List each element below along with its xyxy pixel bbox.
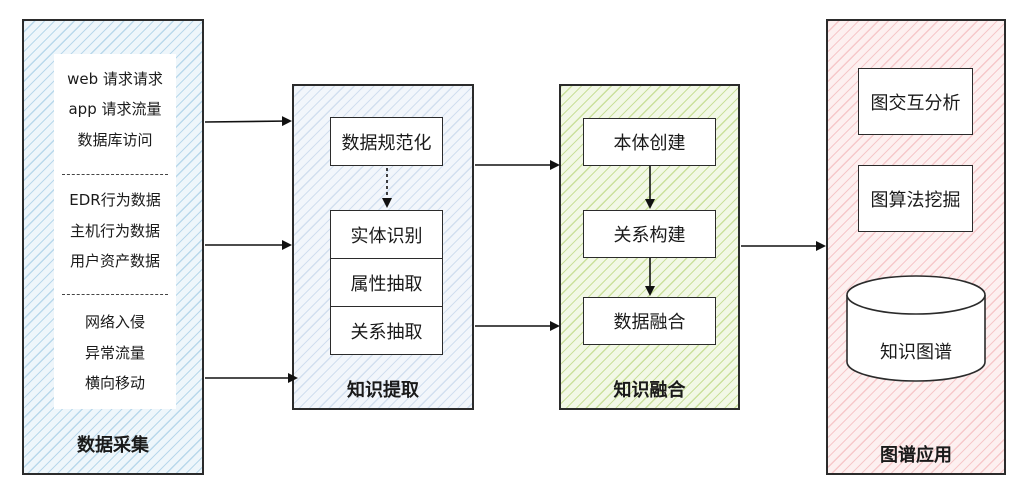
group-divider — [62, 294, 168, 295]
relation-building-box: 关系构建 — [583, 210, 716, 258]
source-item: web 请求请求 — [67, 70, 163, 88]
ontology-creation-box: 本体创建 — [583, 118, 716, 166]
source-item: EDR行为数据 — [69, 191, 161, 209]
knowledge-graph-store: 知识图谱 — [880, 342, 952, 363]
attribute-extraction-box: 属性抽取 — [330, 258, 443, 307]
arrow — [204, 116, 292, 127]
source-item: 用户资产数据 — [69, 252, 160, 270]
panel-title: 知识提取 — [347, 380, 419, 401]
graph-algorithm-box: 图算法挖掘 — [858, 165, 973, 232]
source-item: app 请求流量 — [68, 100, 162, 118]
database-cylinder-icon — [846, 275, 986, 382]
entity-recognition-box: 实体识别 — [330, 210, 443, 259]
normalize-box: 数据规范化 — [330, 117, 443, 166]
source-item: 数据库访问 — [77, 131, 153, 149]
panel-title: 知识融合 — [613, 380, 686, 401]
panel-title: 数据采集 — [77, 435, 149, 456]
source-item: 异常流量 — [84, 344, 145, 362]
relation-extraction-box: 关系抽取 — [330, 306, 443, 355]
data-source-list: web 请求请求 app 请求流量 数据库访问 EDR行为数据 主机行为数据 用… — [54, 54, 176, 409]
source-item: 横向移动 — [84, 374, 145, 392]
data-fusion-box: 数据融合 — [583, 297, 716, 345]
group-divider — [62, 174, 168, 175]
data-collection-panel: web 请求请求 app 请求流量 数据库访问 EDR行为数据 主机行为数据 用… — [22, 19, 204, 475]
source-item: 网络入侵 — [84, 313, 145, 331]
panel-title: 图谱应用 — [880, 445, 952, 466]
graph-interaction-box: 图交互分析 — [858, 68, 973, 135]
source-item: 主机行为数据 — [69, 222, 160, 240]
